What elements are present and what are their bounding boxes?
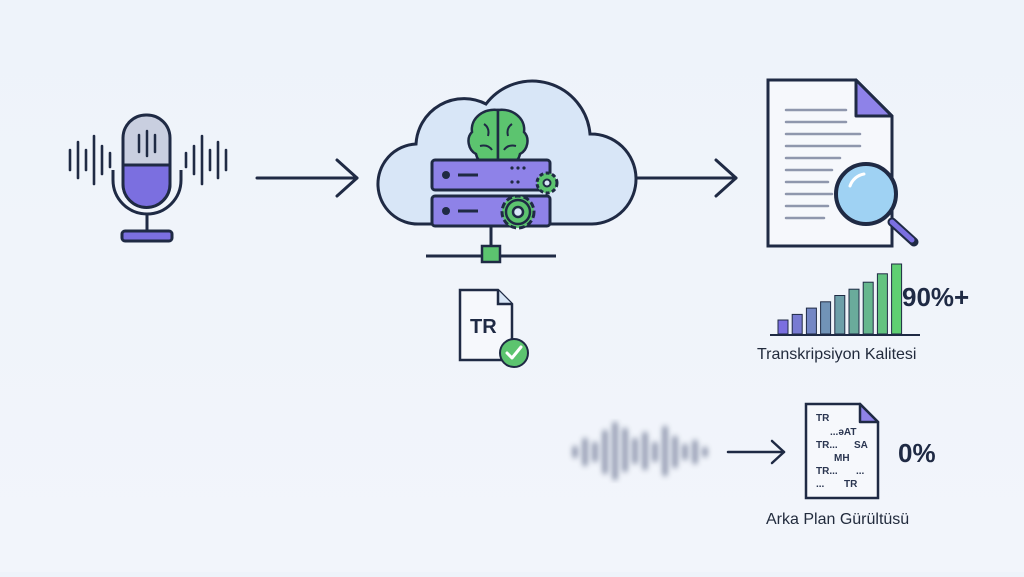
tr-file-icon: TR [458, 288, 529, 368]
doc-line-9: TR [844, 479, 858, 490]
brain-icon [467, 108, 529, 166]
doc-line-1: TR [816, 413, 830, 424]
doc-line-5: MH [834, 453, 850, 464]
arrow-right-icon [634, 158, 738, 198]
quality-bar [791, 313, 803, 335]
arrow-right-icon [255, 158, 359, 198]
quality-bar [820, 301, 832, 335]
gear-icon [500, 171, 559, 230]
quality-bar [862, 281, 874, 335]
quality-bar [876, 273, 888, 335]
scrambled-document-icon [804, 402, 880, 500]
microphone-icon [68, 113, 228, 243]
doc-line-4: SA [854, 440, 868, 451]
quality-percentage: 90%+ [902, 282, 970, 312]
noise-percentage: 0% [898, 438, 936, 468]
cloud-server-icon [376, 79, 638, 264]
checkmark-icon [499, 338, 529, 368]
quality-caption: Transkripsiyon Kalitesi [757, 346, 917, 363]
quality-bar [777, 319, 789, 335]
quality-bar [805, 307, 817, 335]
file-badge-text: TR [470, 316, 497, 338]
noise-caption: Arka Plan Gürültüsü [766, 511, 910, 528]
quality-bar-chart [770, 263, 920, 336]
doc-line-6: TR... [816, 466, 838, 477]
magnifier-icon [834, 162, 919, 247]
quality-bar [891, 263, 903, 335]
noise-waveform-icon [573, 422, 707, 480]
doc-line-3: TR... [816, 440, 838, 451]
arrow-right-icon [726, 439, 786, 465]
doc-line-7: ... [856, 466, 865, 477]
doc-line-8: ... [816, 479, 825, 490]
quality-bar [848, 288, 860, 335]
quality-bar [834, 295, 846, 335]
doc-line-2: ...ǝAT [830, 427, 857, 438]
document-search-icon [766, 78, 919, 248]
